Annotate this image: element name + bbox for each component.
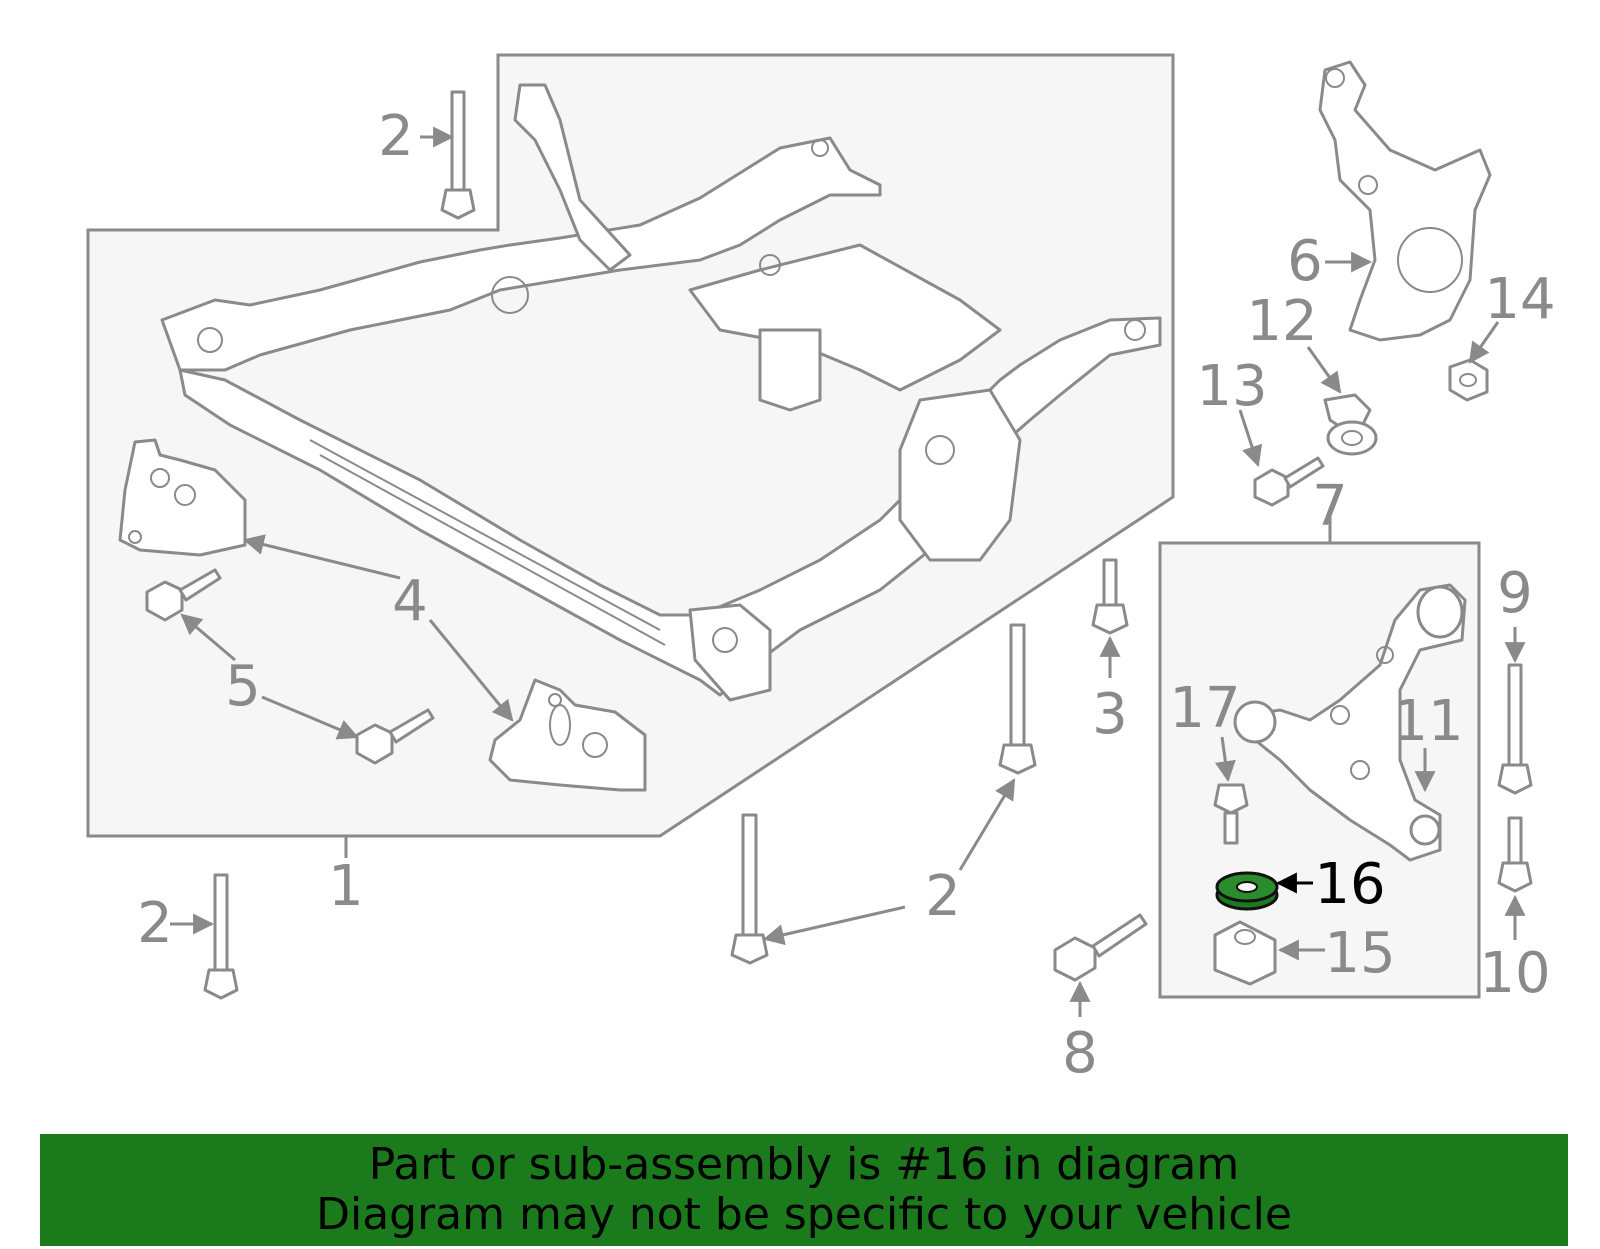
banner-line-part-number: Part or sub-assembly is #16 in diagram bbox=[368, 1139, 1240, 1190]
callout-14: 14 bbox=[1484, 267, 1555, 332]
bolt-2-right bbox=[998, 623, 1037, 775]
bolt-2-bottom-middle bbox=[730, 813, 769, 965]
callout-7: 7 bbox=[1312, 474, 1348, 539]
bolt-3 bbox=[1091, 558, 1129, 635]
leader-5-lower bbox=[261, 695, 359, 740]
subframe-group-panel bbox=[86, 53, 1175, 838]
bolt-10 bbox=[1497, 816, 1533, 893]
leader-2-right bbox=[958, 778, 1016, 871]
bolt-5-right bbox=[355, 708, 435, 765]
banner-line-disclaimer: Diagram may not be specific to your vehi… bbox=[316, 1189, 1292, 1240]
leader-5-upper bbox=[180, 613, 236, 662]
callout-2-top: 2 bbox=[378, 104, 414, 169]
leader-14 bbox=[1468, 321, 1500, 364]
callout-5: 5 bbox=[225, 654, 261, 719]
callout-3: 3 bbox=[1092, 682, 1128, 747]
callout-9: 9 bbox=[1497, 561, 1533, 626]
lower-control-arm bbox=[1233, 583, 1467, 862]
callout-13: 13 bbox=[1196, 354, 1267, 419]
bolt-2-top bbox=[440, 90, 476, 220]
mount-bracket-lower bbox=[488, 678, 647, 792]
subframe-crossmember bbox=[160, 83, 1162, 702]
bolt-2-bottom-left bbox=[203, 873, 239, 1000]
washer-16-highlighted[interactable] bbox=[1215, 871, 1279, 911]
bolt-9 bbox=[1497, 663, 1533, 795]
nut-14 bbox=[1448, 358, 1489, 402]
callout-1: 1 bbox=[328, 854, 364, 919]
leader-13 bbox=[1238, 409, 1263, 467]
callout-16-highlighted: 16 bbox=[1314, 852, 1385, 917]
leader-17 bbox=[1214, 736, 1236, 783]
bolt-5-left bbox=[145, 568, 222, 622]
leader-12 bbox=[1306, 346, 1342, 394]
bolt-13 bbox=[1253, 456, 1325, 507]
callout-11: 11 bbox=[1392, 689, 1463, 754]
bushing-15 bbox=[1213, 920, 1277, 986]
callout-12: 12 bbox=[1246, 289, 1317, 354]
callout-6: 6 bbox=[1287, 229, 1323, 294]
callout-2-bottom-middle: 2 bbox=[925, 864, 961, 929]
callout-17: 17 bbox=[1169, 676, 1240, 741]
leader-4-lower bbox=[428, 619, 514, 722]
callout-8: 8 bbox=[1062, 1021, 1098, 1086]
info-banner: Part or sub-assembly is #16 in diagram D… bbox=[40, 1134, 1568, 1246]
callout-4: 4 bbox=[392, 569, 428, 634]
bolt-8 bbox=[1053, 913, 1148, 982]
callout-10: 10 bbox=[1479, 941, 1550, 1006]
callout-15: 15 bbox=[1324, 921, 1395, 986]
steering-knuckle bbox=[1318, 60, 1492, 342]
leader-2-bottom-middle bbox=[762, 905, 906, 946]
leader-4-upper bbox=[242, 534, 401, 580]
callout-2-bottom-left: 2 bbox=[137, 891, 173, 956]
mount-bracket-upper bbox=[118, 438, 247, 557]
clip-12 bbox=[1323, 393, 1378, 456]
bolt-17 bbox=[1213, 783, 1249, 845]
